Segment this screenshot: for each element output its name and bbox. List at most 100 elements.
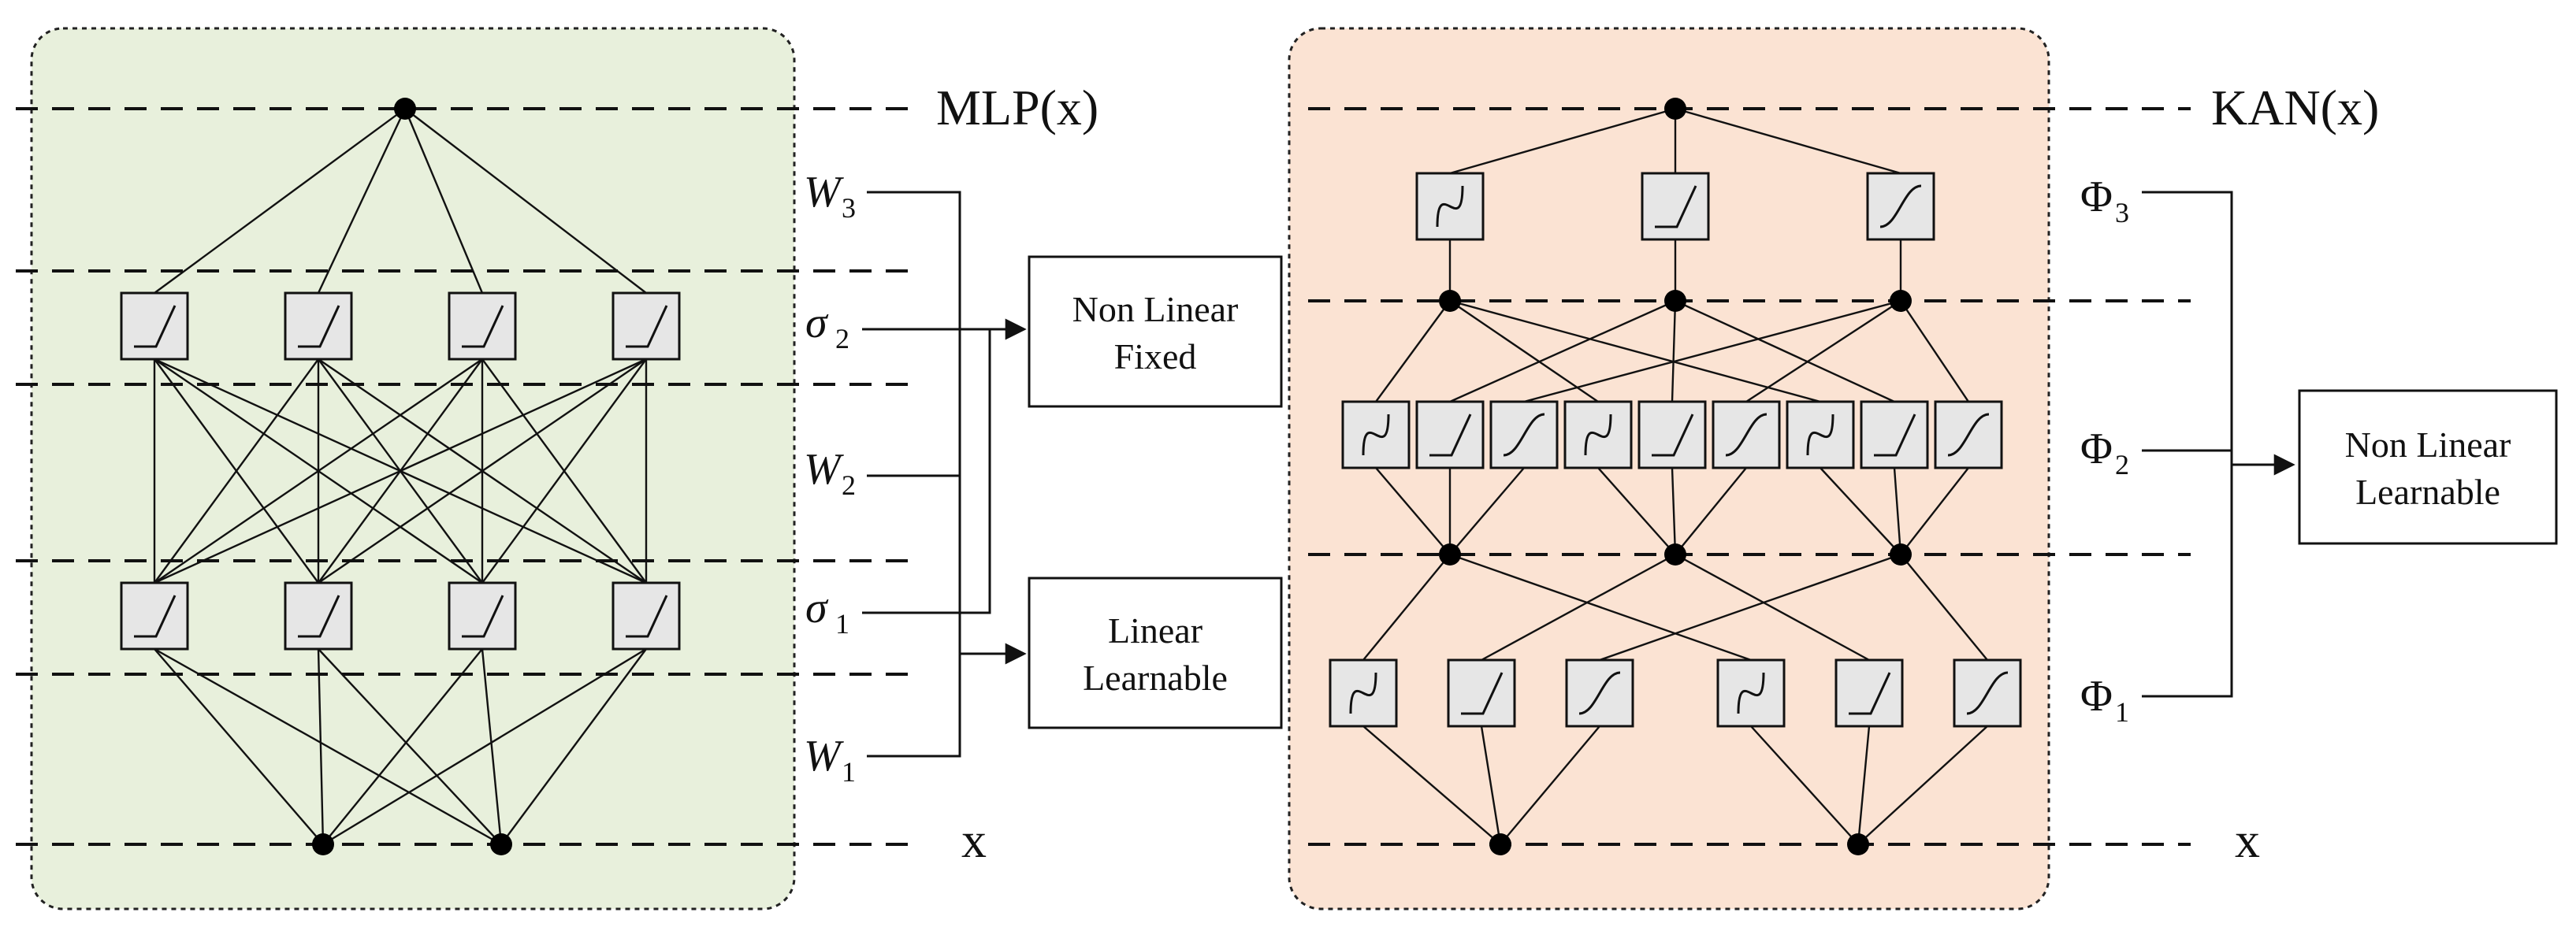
nonlinear-fixed-box: Non Linear Fixed	[1028, 255, 1283, 408]
kan-output-node	[1664, 98, 1686, 120]
sigmoid-icon	[1934, 400, 2003, 469]
kan-symbol-phi1: Φ 1	[2080, 672, 2129, 728]
connection-line	[318, 358, 647, 584]
connection-line	[318, 648, 502, 845]
mlp-symbol-w2: W 2	[804, 445, 856, 501]
sine-icon	[1563, 400, 1633, 469]
relu-icon	[120, 581, 189, 651]
relu-icon	[1641, 172, 1710, 241]
activation-boxes	[120, 172, 2022, 728]
svg-text:1: 1	[2115, 696, 2129, 728]
kan-input-node	[1489, 833, 1511, 855]
connection-line	[1671, 467, 1677, 555]
svg-text:Non Linear: Non Linear	[1072, 289, 1239, 329]
mlp-input-node	[490, 833, 512, 855]
svg-text:1: 1	[842, 756, 856, 788]
relu-icon	[1447, 658, 1516, 728]
connection-line	[1671, 300, 1677, 402]
svg-text:Non Linear: Non Linear	[2345, 425, 2511, 465]
sigmoid-icon	[1489, 400, 1559, 469]
mlp-panel	[30, 27, 796, 910]
kan-bracket-connectors	[2142, 191, 2295, 698]
kan-symbol-phi2: Φ 2	[2080, 425, 2129, 480]
sigmoid-icon	[1565, 658, 1634, 728]
mlp-symbol-w1: W 1	[804, 732, 856, 788]
mlp-input-node	[312, 833, 334, 855]
connection-line	[1750, 725, 1859, 845]
connection-line	[1893, 467, 1902, 555]
connection-line	[1597, 467, 1676, 555]
relu-icon	[1415, 400, 1485, 469]
connection-line	[154, 358, 483, 584]
connection-line	[404, 108, 647, 294]
kan-output-label: KAN(x)	[2211, 80, 2379, 135]
svg-text:1: 1	[835, 608, 849, 640]
mlp-symbol-sigma1: σ 1	[805, 584, 849, 640]
connection-line	[1449, 300, 1599, 402]
sine-icon	[1341, 400, 1411, 469]
svg-text:2: 2	[2115, 449, 2129, 480]
kan-connections	[1362, 107, 1988, 845]
connection-line	[1481, 553, 1676, 662]
svg-text:2: 2	[835, 323, 849, 354]
kan-hidden-node	[1439, 543, 1461, 566]
sigmoid-icon	[1866, 172, 1935, 241]
kan-hidden-node	[1890, 290, 1912, 312]
connection-line	[1449, 299, 1676, 403]
svg-text:Φ: Φ	[2080, 425, 2113, 473]
connection-line	[1500, 725, 1600, 845]
connection-line	[1900, 467, 1969, 555]
connection-line	[154, 108, 406, 294]
connection-line	[1375, 300, 1451, 402]
connection-line	[1857, 725, 1871, 845]
sigmoid-icon	[1712, 400, 1781, 469]
connection-line	[317, 108, 407, 294]
connection-line	[481, 358, 647, 584]
mlp-nodes	[312, 98, 512, 855]
connection-line	[154, 358, 647, 584]
mlp-input-label: x	[961, 812, 987, 868]
connection-line	[1745, 299, 1901, 403]
svg-text:σ: σ	[805, 299, 829, 347]
connection-line	[154, 647, 502, 846]
relu-icon	[284, 581, 353, 651]
mlp-output-label: MLP(x)	[936, 80, 1098, 135]
connection-line	[1449, 299, 1821, 403]
svg-text:Learnable: Learnable	[1083, 658, 1228, 698]
connection-line	[403, 108, 484, 294]
svg-text:W: W	[804, 445, 844, 494]
mlp-connections	[153, 108, 648, 846]
connection-line	[1675, 553, 1870, 662]
svg-text:2: 2	[842, 469, 856, 501]
connection-line	[1599, 553, 1901, 662]
relu-icon	[1834, 658, 1904, 728]
relu-icon	[448, 581, 517, 651]
kan-input-node	[1847, 833, 1869, 855]
svg-text:Learnable: Learnable	[2355, 472, 2500, 512]
sine-icon	[1786, 400, 1855, 469]
kan-hidden-node	[1664, 290, 1686, 312]
svg-text:W: W	[804, 732, 844, 781]
relu-icon	[611, 291, 681, 361]
mlp-symbol-sigma2: σ 2	[805, 299, 849, 354]
connection-line	[154, 358, 319, 584]
connection-line	[1820, 467, 1901, 555]
linear-learnable-box: Linear Learnable	[1028, 577, 1283, 729]
connection-line	[1857, 725, 1988, 845]
sine-icon	[1415, 172, 1485, 241]
connection-line	[1362, 725, 1501, 845]
mlp-symbol-w3: W 3	[804, 168, 856, 224]
relu-icon	[120, 291, 189, 361]
connection-line	[481, 648, 503, 845]
connection-line	[500, 648, 647, 845]
svg-text:W: W	[804, 168, 844, 217]
connection-line	[1900, 554, 1988, 661]
connection-line	[317, 648, 325, 845]
kan-hidden-node	[1439, 290, 1461, 312]
connection-line	[1523, 299, 1901, 403]
kan-nodes	[1439, 98, 1912, 855]
relu-icon	[448, 291, 517, 361]
connection-line	[1900, 300, 1969, 402]
connection-line	[1362, 554, 1451, 661]
